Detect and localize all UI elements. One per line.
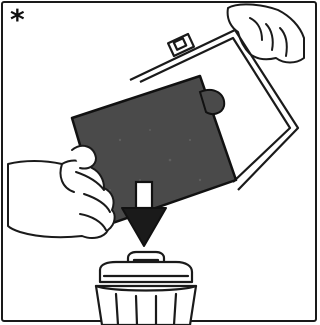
trash-bin-icon: [96, 252, 196, 325]
right-hand-icon: [228, 4, 304, 62]
